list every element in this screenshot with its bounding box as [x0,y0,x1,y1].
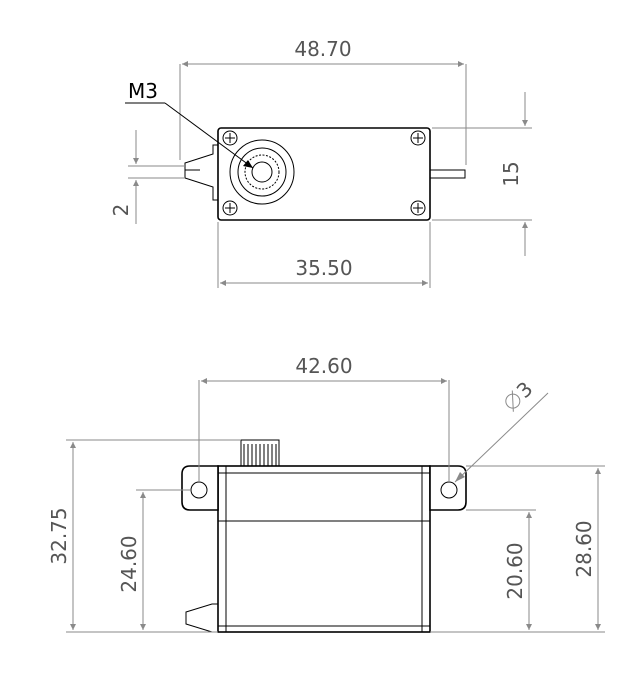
screw-leader-arrow [243,160,253,168]
hole-spacing-label: 42.60 [295,354,352,378]
screw-size-label: M3 [128,79,158,103]
hole-diameter-arrow [455,472,465,482]
corner-screw [222,130,238,146]
tab-thickness-label: 2 [109,204,133,217]
body-width-label: 35.50 [295,256,352,280]
top-view-body [217,127,431,221]
right-mount-tab [429,160,466,188]
hole-diameter-leader [454,392,549,483]
overall-width-label: 48.70 [294,37,351,61]
left-flange [181,465,219,511]
corner-screw [222,200,238,216]
diameter-symbol-icon [505,393,521,409]
flange-height-label: 28.60 [572,520,596,577]
hole-diameter-label: 3 [512,377,538,403]
side-view-case [217,465,431,633]
mount-spacing-label: 15 [499,161,523,186]
side-spline [240,439,280,467]
top-view: 48.70 35.50 15 2 M3 [109,37,532,288]
side-view: 42.60 3 32.75 24.60 20.60 28.60 [47,354,605,633]
screw-leader-line [164,102,254,169]
output-spline [229,139,295,205]
overall-height-label: 32.75 [47,507,71,564]
left-mount-tab [184,144,218,201]
hole-height-label: 24.60 [117,535,141,592]
right-flange [429,465,467,511]
connector-tab [185,603,218,633]
corner-screw [410,200,426,216]
corner-screw [410,130,426,146]
body-height-label: 20.60 [503,542,527,599]
